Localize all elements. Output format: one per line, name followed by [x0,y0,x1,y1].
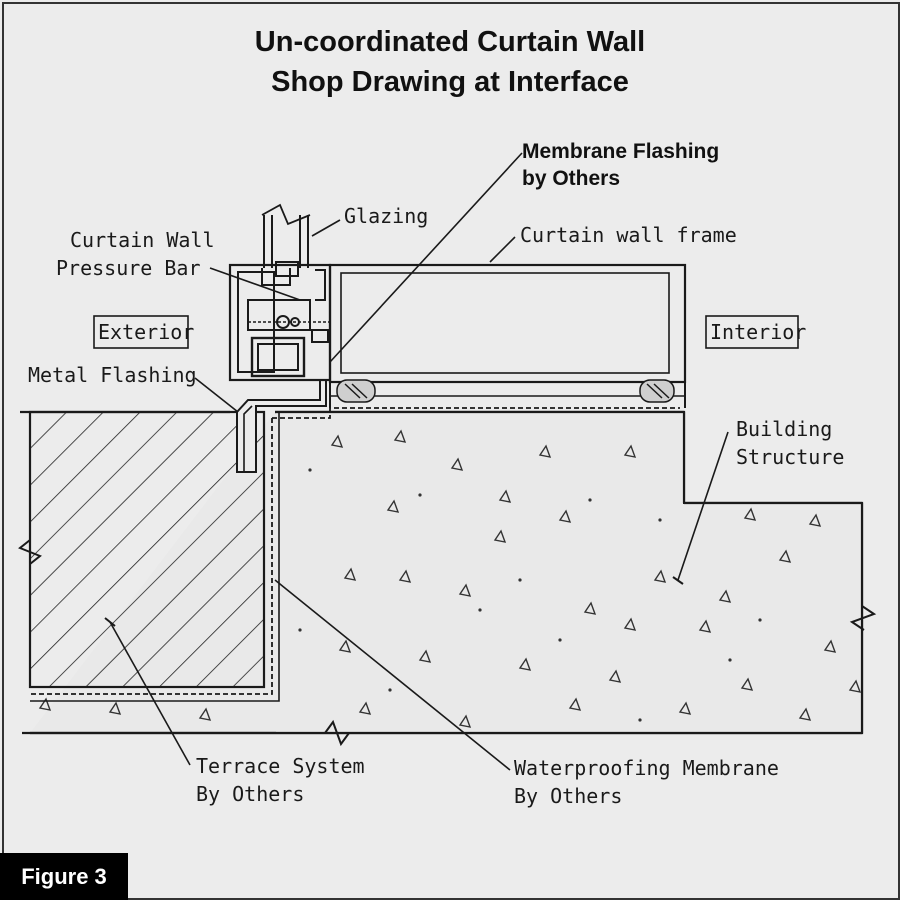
membrane-flashing-label-1: Membrane Flashing [522,140,719,163]
interior-box [705,315,799,349]
title-line-2: Shop Drawing at Interface [271,66,629,98]
pressure-bar-label-2: Pressure Bar [56,256,201,280]
concrete-dots [298,468,762,722]
break-mark-right [849,605,877,631]
exterior-label: Exterior [98,320,194,344]
terrace-system-label-1: Terrace System [196,754,365,778]
leader-lines [109,152,729,771]
title-line-1: Un-coordinated Curtain Wall [254,26,646,58]
sealant-beads [336,379,675,403]
break-mark-bottom [324,719,350,747]
waterproofing-membrane [30,407,680,702]
leader-ticks [104,576,684,627]
exterior-box [93,315,189,349]
terrace-system-label-2: By Others [196,782,304,806]
figure-label: Figure 3 [0,853,128,900]
curtain-wall-frame [328,263,687,408]
glazing-label: Glazing [344,204,428,228]
pressure-bar-label-1: Curtain Wall [70,228,215,252]
waterproofing-label-2: By Others [514,784,622,808]
membrane-flashing-label-2: by Others [522,167,620,190]
curtain-wall-pressure-bar [228,261,332,382]
curtain-wall-frame-label: Curtain wall frame [520,223,737,247]
concrete-aggregate [38,429,862,728]
building-structure-label-2: Structure [736,445,844,469]
terrace-system-block [28,410,266,689]
building-structure-label-1: Building [736,417,832,441]
glazing-unit [261,203,311,268]
metal-flashing-label: Metal Flashing [28,363,197,387]
waterproofing-label-1: Waterproofing Membrane [514,756,779,780]
interior-label: Interior [710,320,806,344]
